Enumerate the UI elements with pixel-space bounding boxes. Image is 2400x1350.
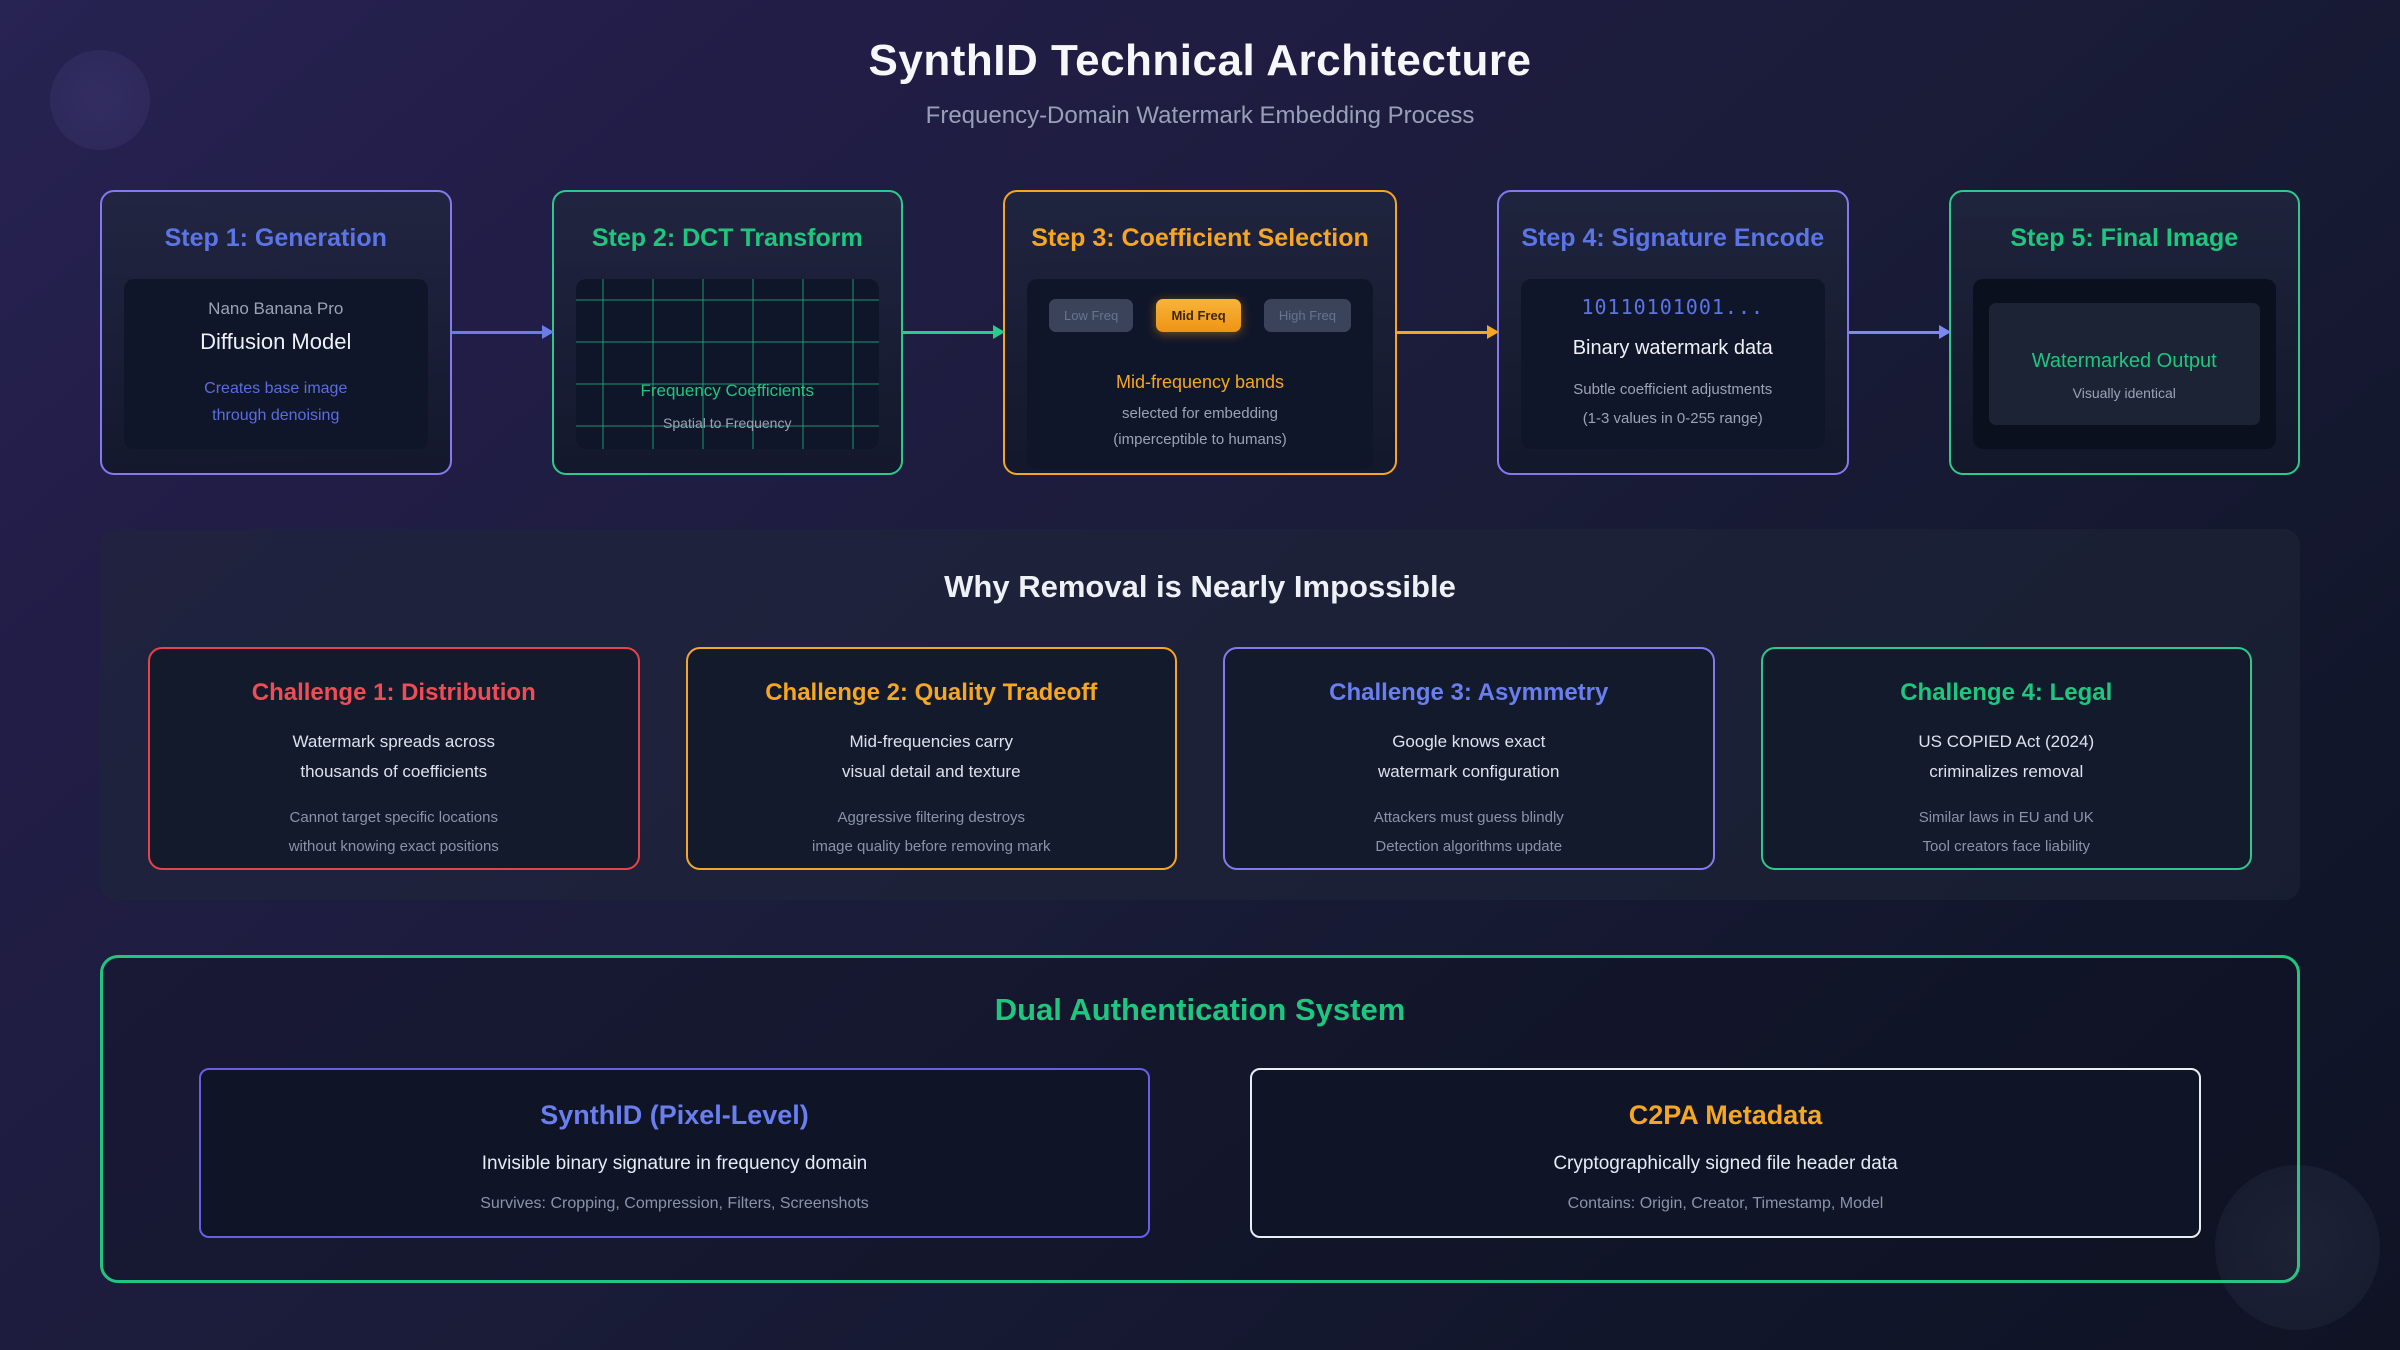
flow-arrow-icon <box>1848 325 1951 339</box>
band-subcaption: selected for embedding (imperceptible to… <box>1113 405 1287 449</box>
step-title: Step 1: Generation <box>164 224 387 252</box>
model-name: Nano Banana Pro <box>208 298 344 318</box>
synthid-pixel-level-card: SynthID (Pixel-Level) Invisible binary s… <box>199 1068 1150 1238</box>
mid-freq-pill[interactable]: Mid Freq <box>1156 299 1241 332</box>
model-type: Diffusion Model <box>200 328 352 354</box>
page-header: SynthID Technical Architecture Frequency… <box>0 0 2400 130</box>
step-title: Step 5: Final Image <box>2010 224 2239 252</box>
embedding-flow-row: Step 1: Generation Nano Banana Pro Diffu… <box>100 190 2300 475</box>
final-image-panel: Watermarked Output Visually identical <box>1972 279 2276 449</box>
flow-arrow-icon <box>1397 325 1499 339</box>
challenge-note: Aggressive filtering destroys image qual… <box>812 808 1051 855</box>
challenges-section-title: Why Removal is Nearly Impossible <box>944 569 1456 604</box>
final-caption: Watermarked Output <box>2031 349 2217 372</box>
low-freq-pill[interactable]: Low Freq <box>1049 299 1134 332</box>
step-card-dct-transform: Step 2: DCT Transform Frequency Coeffici… <box>551 190 903 475</box>
high-freq-pill[interactable]: High Freq <box>1263 299 1351 332</box>
challenge-cards-row: Challenge 1: Distribution Watermark spre… <box>148 647 2252 870</box>
dual-authentication-section: Dual Authentication System SynthID (Pixe… <box>100 955 2300 1283</box>
generation-note: Creates base image through denoising <box>204 379 348 424</box>
challenge-body: Google knows exact watermark configurati… <box>1378 732 1560 781</box>
flow-arrow-icon <box>451 325 554 339</box>
challenge-card-distribution: Challenge 1: Distribution Watermark spre… <box>148 647 640 870</box>
step-title: Step 2: DCT Transform <box>591 224 863 252</box>
page-subtitle: Frequency-Domain Watermark Embedding Pro… <box>925 102 1475 129</box>
step-card-signature-encode: Step 4: Signature Encode 10110101001... … <box>1497 190 1849 475</box>
binary-string: 10110101001... <box>1581 295 1765 319</box>
band-caption: Mid-frequency bands <box>1115 372 1285 392</box>
step-title: Step 4: Signature Encode <box>1521 224 1825 252</box>
final-subcaption: Visually identical <box>2072 384 2176 401</box>
challenge-body: Mid-frequencies carry visual detail and … <box>841 732 1021 781</box>
dct-subcaption: Spatial to Frequency <box>663 415 792 431</box>
c2pa-metadata-card: C2PA Metadata Cryptographically signed f… <box>1250 1068 2201 1238</box>
page-title: SynthID Technical Architecture <box>868 36 1532 85</box>
challenge-card-quality-tradeoff: Challenge 2: Quality Tradeoff Mid-freque… <box>685 647 1177 870</box>
coefficient-selection-panel: Low Freq Mid Freq High Freq Mid-frequenc… <box>1027 279 1373 470</box>
step-title: Step 3: Coefficient Selection <box>1031 224 1369 252</box>
step-card-final-image: Step 5: Final Image Watermarked Output V… <box>1948 190 2300 475</box>
binary-caption: Binary watermark data <box>1572 337 1773 359</box>
step-card-generation: Step 1: Generation Nano Banana Pro Diffu… <box>100 190 452 475</box>
dual-auth-cards-row: SynthID (Pixel-Level) Invisible binary s… <box>199 1068 2201 1238</box>
flow-arrow-icon <box>903 325 1005 339</box>
removal-challenges-section: Why Removal is Nearly Impossible Challen… <box>100 529 2300 900</box>
frequency-bands-row: Low Freq Mid Freq High Freq <box>1043 295 1357 332</box>
challenge-card-legal: Challenge 4: Legal US COPIED Act (2024) … <box>1760 647 2252 870</box>
dct-caption: Frequency Coefficients <box>640 381 815 400</box>
step-card-coefficient-selection: Step 3: Coefficient Selection Low Freq M… <box>1003 190 1397 475</box>
challenge-body: Watermark spreads across thousands of co… <box>292 732 495 781</box>
challenge-note: Similar laws in EU and UK Tool creators … <box>1918 808 2094 855</box>
binary-subcaption: Subtle coefficient adjustments (1-3 valu… <box>1573 381 1773 427</box>
signature-encode-panel: 10110101001... Binary watermark data Sub… <box>1521 279 1825 449</box>
dct-grid-panel: Frequency Coefficients Spatial to Freque… <box>576 279 880 449</box>
challenge-body: US COPIED Act (2024) criminalizes remova… <box>1918 732 2095 781</box>
step-generation-panel: Nano Banana Pro Diffusion Model Creates … <box>124 279 428 449</box>
challenge-note: Attackers must guess blindly Detection a… <box>1373 808 1564 855</box>
final-image-frame: Watermarked Output Visually identical <box>1988 303 2260 425</box>
challenge-note: Cannot target specific locations without… <box>288 808 499 855</box>
challenge-card-asymmetry: Challenge 3: Asymmetry Google knows exac… <box>1223 647 1715 870</box>
dual-auth-title: Dual Authentication System <box>994 992 1406 1027</box>
